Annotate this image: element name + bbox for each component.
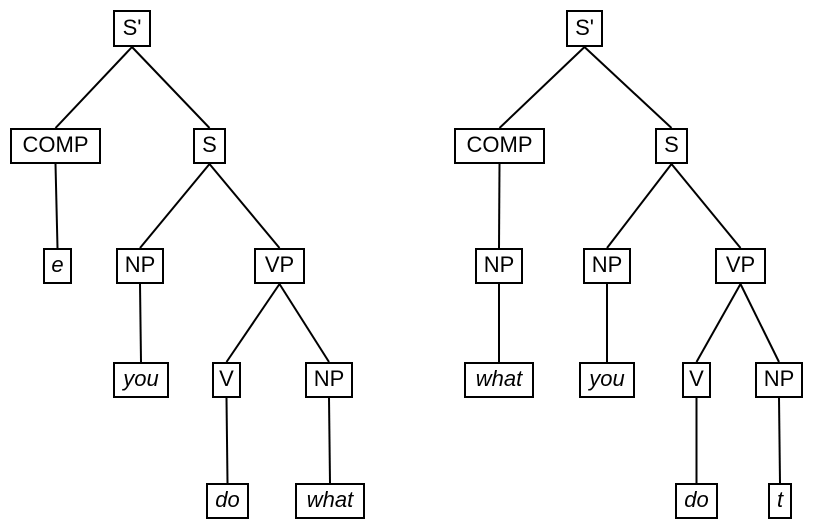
node-label: what — [306, 487, 354, 512]
tree-node-np-surface-structure: NP — [583, 248, 631, 284]
tree-leaf-you-deep-structure: you — [113, 362, 169, 398]
tree-edge — [778, 397, 781, 484]
tree-edge — [498, 163, 501, 249]
tree-node-np-surface-structure: NP — [755, 362, 803, 398]
node-label: COMP — [466, 132, 533, 157]
tree-node-comp-surface-structure: COMP — [454, 128, 545, 164]
tree-node-s-surface-structure: S — [655, 128, 688, 164]
tree-node-vp-surface-structure: VP — [715, 248, 766, 284]
tree-edge — [54, 46, 133, 129]
tree-leaf-what-deep-structure: what — [295, 483, 365, 519]
tree-edge — [606, 163, 673, 249]
node-label: S — [664, 132, 679, 157]
node-label: NP — [124, 252, 156, 277]
tree-leaf-e-deep-structure: e — [43, 248, 72, 284]
tree-node-v-deep-structure: V — [212, 362, 241, 398]
tree-leaf-what-surface-structure: what — [464, 362, 534, 398]
tree-node-vp-deep-structure: VP — [254, 248, 305, 284]
node-label: you — [123, 366, 159, 391]
tree-node-comp-deep-structure: COMP — [10, 128, 101, 164]
node-label: NP — [763, 366, 795, 391]
node-label: do — [215, 487, 240, 512]
tree-leaf-you-surface-structure: you — [579, 362, 635, 398]
tree-edge — [208, 163, 281, 249]
tree-node-s-deep-structure: S' — [113, 10, 151, 47]
tree-edge — [695, 283, 742, 363]
tree-edge — [739, 283, 780, 363]
node-label: VP — [264, 252, 295, 277]
tree-edge — [583, 46, 673, 129]
node-label: V — [689, 366, 704, 391]
node-label: you — [589, 366, 625, 391]
tree-leaf-do-deep-structure: do — [206, 483, 249, 519]
tree-edge — [225, 397, 229, 484]
tree-edge — [278, 283, 330, 363]
tree-edge — [54, 163, 59, 249]
tree-edge — [498, 46, 586, 129]
tree-edge — [131, 46, 211, 129]
tree-leaf-do-surface-structure: do — [675, 483, 718, 519]
tree-edge — [139, 283, 142, 363]
node-label: NP — [483, 252, 515, 277]
node-label: do — [684, 487, 709, 512]
node-label: COMP — [22, 132, 89, 157]
tree-leaf-t-surface-structure: t — [768, 483, 792, 519]
tree-node-v-surface-structure: V — [682, 362, 711, 398]
tree-edge — [328, 397, 331, 484]
node-label: S — [202, 132, 217, 157]
node-label: NP — [313, 366, 345, 391]
node-label: what — [475, 366, 523, 391]
node-label: t — [776, 487, 784, 512]
tree-node-s-deep-structure: S — [193, 128, 226, 164]
node-label: NP — [591, 252, 623, 277]
node-label: S' — [575, 14, 594, 40]
tree-node-s-surface-structure: S' — [566, 10, 603, 47]
node-label: V — [219, 366, 234, 391]
node-label: e — [51, 252, 64, 277]
tree-edge — [139, 163, 211, 249]
tree-node-np-surface-structure: NP — [475, 248, 523, 284]
tree-node-np-deep-structure: NP — [305, 362, 353, 398]
tree-node-np-deep-structure: NP — [116, 248, 164, 284]
tree-edge — [670, 163, 742, 249]
tree-edge — [225, 283, 281, 363]
node-label: S' — [122, 14, 142, 40]
node-label: VP — [725, 252, 756, 277]
